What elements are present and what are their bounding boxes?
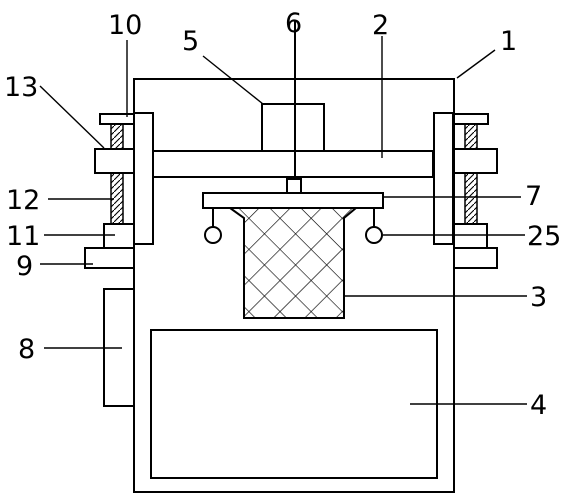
label-3: 3 bbox=[530, 282, 547, 313]
motor-block bbox=[261, 103, 325, 152]
left-side-plate bbox=[133, 112, 154, 245]
label-13: 13 bbox=[4, 72, 38, 103]
left-top-cap bbox=[99, 113, 135, 125]
label-11: 11 bbox=[6, 221, 40, 252]
mesh-block bbox=[226, 207, 359, 319]
label-7: 7 bbox=[525, 181, 542, 212]
left-base bbox=[84, 247, 135, 269]
leader-1 bbox=[456, 49, 496, 79]
right-ball bbox=[365, 226, 383, 244]
cross-plate bbox=[202, 192, 384, 209]
right-side-plate bbox=[433, 112, 454, 245]
storage-box bbox=[150, 329, 438, 479]
horizontal-beam bbox=[152, 150, 434, 178]
rod-coupling bbox=[286, 178, 302, 194]
right-nut bbox=[453, 148, 498, 174]
label-9: 9 bbox=[16, 251, 33, 282]
label-5: 5 bbox=[182, 26, 199, 57]
leader-13 bbox=[39, 85, 105, 149]
left-ball bbox=[204, 226, 222, 244]
label-2: 2 bbox=[372, 10, 389, 41]
left-lower-block bbox=[103, 223, 135, 249]
label-1: 1 bbox=[500, 26, 517, 57]
right-top-cap bbox=[453, 113, 489, 125]
leader-5 bbox=[202, 55, 264, 105]
label-4: 4 bbox=[530, 390, 547, 421]
label-6: 6 bbox=[285, 8, 302, 39]
right-base bbox=[453, 247, 498, 269]
label-25: 25 bbox=[527, 221, 561, 252]
label-10: 10 bbox=[108, 10, 142, 41]
label-12: 12 bbox=[6, 185, 40, 216]
right-lower-block bbox=[453, 223, 488, 249]
label-8: 8 bbox=[18, 334, 35, 365]
left-nut bbox=[94, 148, 135, 174]
